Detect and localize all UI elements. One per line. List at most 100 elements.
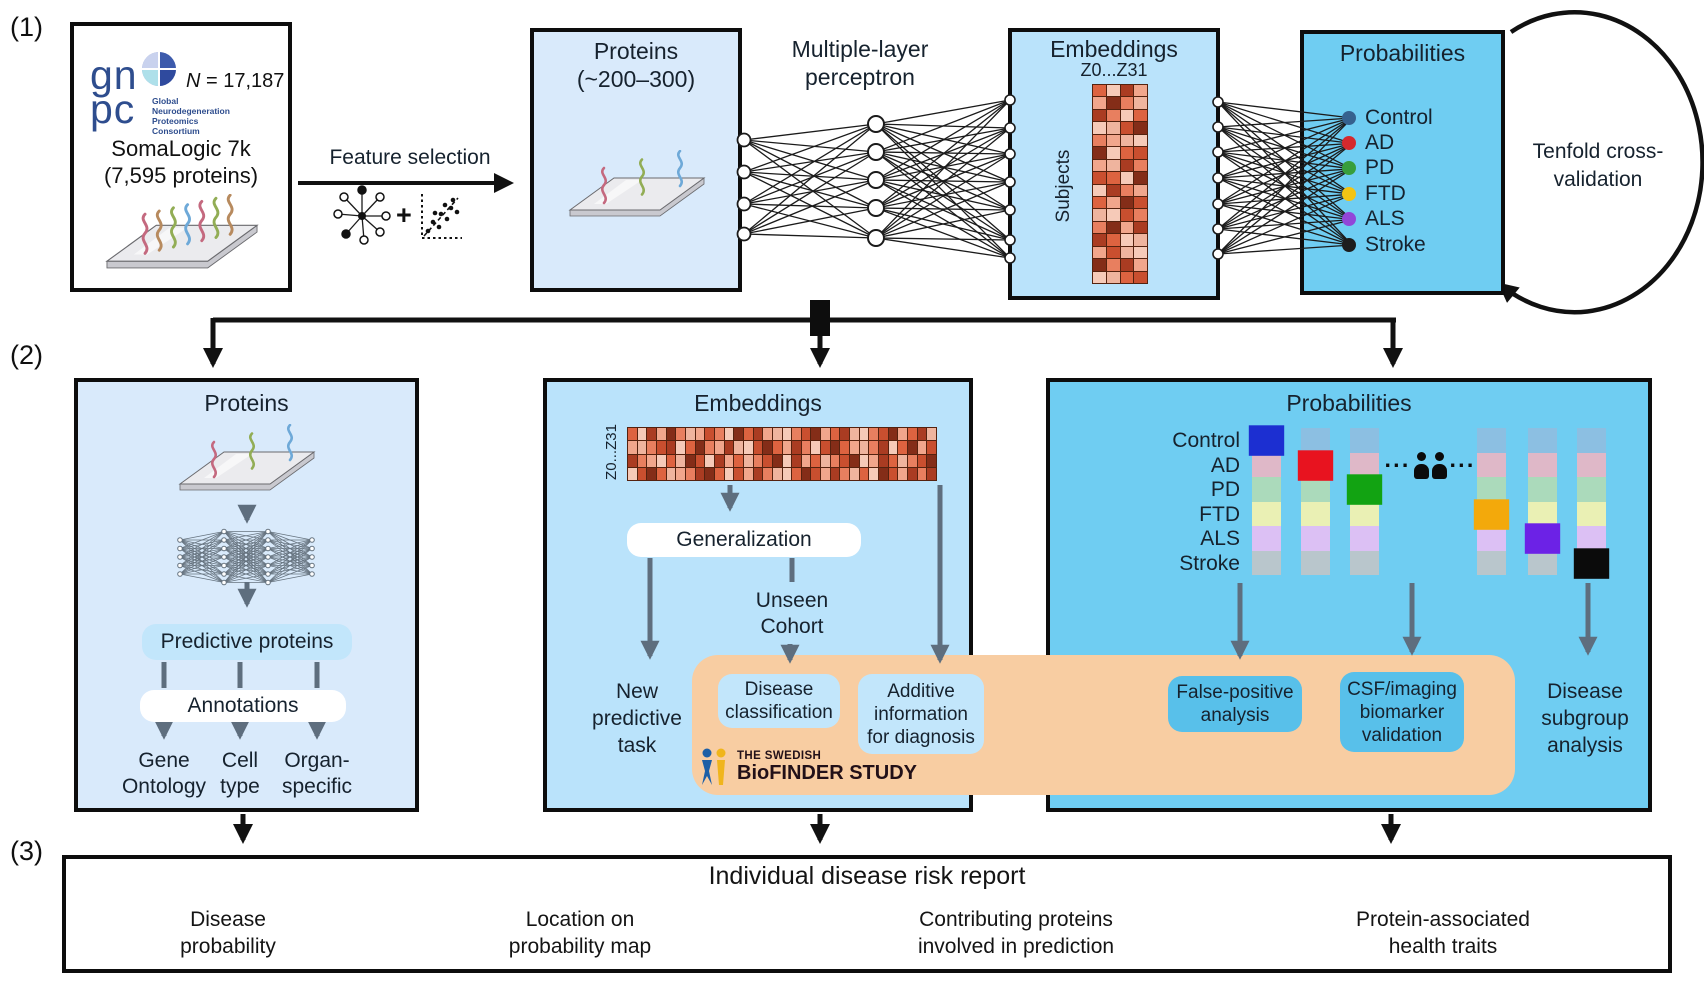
platform-name: SomaLogic 7k <box>111 136 251 161</box>
heatmap-cell <box>1106 147 1120 159</box>
heatmap-cell <box>734 454 743 467</box>
heatmap-cell <box>1134 246 1147 259</box>
heatmap-cell <box>782 441 792 454</box>
disease-class-row: PD <box>1342 156 1433 181</box>
new-predictive-task-label: New predictive task <box>592 680 682 757</box>
heatmap-cell <box>1106 196 1120 209</box>
heatmap-cell <box>1106 122 1120 134</box>
heatmap-cell <box>743 441 753 454</box>
heatmap-cell <box>637 441 647 454</box>
heatmap-cell <box>1134 122 1147 134</box>
matrix-cell <box>1252 526 1281 551</box>
heatmap-cell <box>840 454 850 467</box>
matrix-cell <box>1528 452 1557 477</box>
heatmap-cell <box>1106 209 1120 221</box>
report-item-disease-probability: Disease probability <box>180 908 276 958</box>
cell-type-label: Cell type <box>220 749 260 798</box>
heatmap-cell <box>850 467 859 480</box>
heatmap-cell <box>859 441 869 454</box>
heatmap-cell <box>927 428 936 441</box>
matrix-cell <box>1528 550 1557 575</box>
matrix-cell <box>1346 474 1383 505</box>
heatmap-cell <box>927 441 936 454</box>
matrix-cell <box>1301 550 1330 575</box>
heatmap-cell <box>908 441 917 454</box>
gnpc-cohort-box <box>70 22 292 292</box>
heatmap-cell <box>1120 196 1134 209</box>
heatmap-cell <box>1106 271 1120 283</box>
subject-probability-column <box>1524 428 1561 575</box>
heatmap-cell <box>1106 109 1120 122</box>
proteins1-subtitle: (~200–300) <box>576 66 696 92</box>
heatmap-cell <box>801 454 811 467</box>
heatmap-cell <box>1093 159 1106 172</box>
class-label: PD <box>1365 156 1395 180</box>
heatmap-cell <box>628 467 637 480</box>
heatmap-cell <box>705 454 714 467</box>
feature-selection-label: Feature selection <box>329 146 491 169</box>
matrix-cell <box>1350 526 1379 551</box>
heatmap-cell <box>1093 122 1106 134</box>
heatmap-cell <box>879 428 888 441</box>
matrix-cell <box>1473 498 1510 529</box>
heatmap-cell <box>840 467 850 480</box>
heatmap-cell <box>1134 259 1147 271</box>
heatmap-cell <box>666 441 676 454</box>
heatmap-cell <box>647 467 656 480</box>
heatmap-cell <box>1120 122 1134 134</box>
heatmap-cell <box>714 428 724 441</box>
heatmap-cell <box>830 428 840 441</box>
heatmap-cell <box>1106 234 1120 246</box>
matrix-cell <box>1477 452 1506 477</box>
heatmap-cell <box>1120 172 1134 184</box>
heatmap-cell <box>792 454 801 467</box>
heatmap-cell <box>908 428 917 441</box>
heatmap-cell <box>898 428 908 441</box>
heatmap-cell <box>888 467 898 480</box>
embedding-strip-heatmap <box>627 427 937 481</box>
heatmap-cell <box>656 454 666 467</box>
heatmap-cell <box>628 441 637 454</box>
class-label: FTD <box>1365 181 1406 205</box>
matrix-cell <box>1301 526 1330 551</box>
heatmap-cell <box>850 454 859 467</box>
heatmap-cell <box>637 428 647 441</box>
z-axis-label: Z0...Z31 <box>603 424 620 480</box>
heatmap-cell <box>628 454 637 467</box>
heatmap-cell <box>811 441 821 454</box>
heatmap-cell <box>830 441 840 454</box>
matrix-row-label: Stroke <box>1179 551 1240 575</box>
matrix-cell <box>1350 501 1379 526</box>
heatmap-cell <box>879 441 888 454</box>
class-dot-icon <box>1342 161 1356 176</box>
disease-class-row: AD <box>1342 130 1433 155</box>
matrix-cell <box>1252 452 1281 477</box>
heatmap-cell <box>695 441 705 454</box>
heatmap-cell <box>772 441 782 454</box>
matrix-cell <box>1477 550 1506 575</box>
heatmap-cell <box>772 428 782 441</box>
report-item-health-traits: Protein-associated health traits <box>1356 908 1530 958</box>
heatmap-cell <box>821 454 830 467</box>
heatmap-cell <box>1134 85 1147 97</box>
class-dot-icon <box>1342 186 1356 201</box>
heatmap-cell <box>656 428 666 441</box>
heatmap-cell <box>898 467 908 480</box>
heatmap-cell <box>850 428 859 441</box>
heatmap-cell <box>850 441 859 454</box>
proteins2-title: Proteins <box>204 390 289 416</box>
matrix-cell <box>1350 452 1379 477</box>
annotations-pill: Annotations <box>140 690 346 722</box>
heatmap-cell <box>676 467 685 480</box>
heatmap-cell <box>1120 234 1134 246</box>
heatmap-cell <box>1120 259 1134 271</box>
heatmap-cell <box>1120 221 1134 234</box>
report-item-contributing-proteins: Contributing proteins involved in predic… <box>917 908 1115 958</box>
heatmap-cell <box>666 467 676 480</box>
heatmap-cell <box>811 454 821 467</box>
heatmap-cell <box>714 467 724 480</box>
gnpc-globe-icon <box>142 52 176 86</box>
heatmap-cell <box>1134 97 1147 109</box>
heatmap-cell <box>821 441 830 454</box>
